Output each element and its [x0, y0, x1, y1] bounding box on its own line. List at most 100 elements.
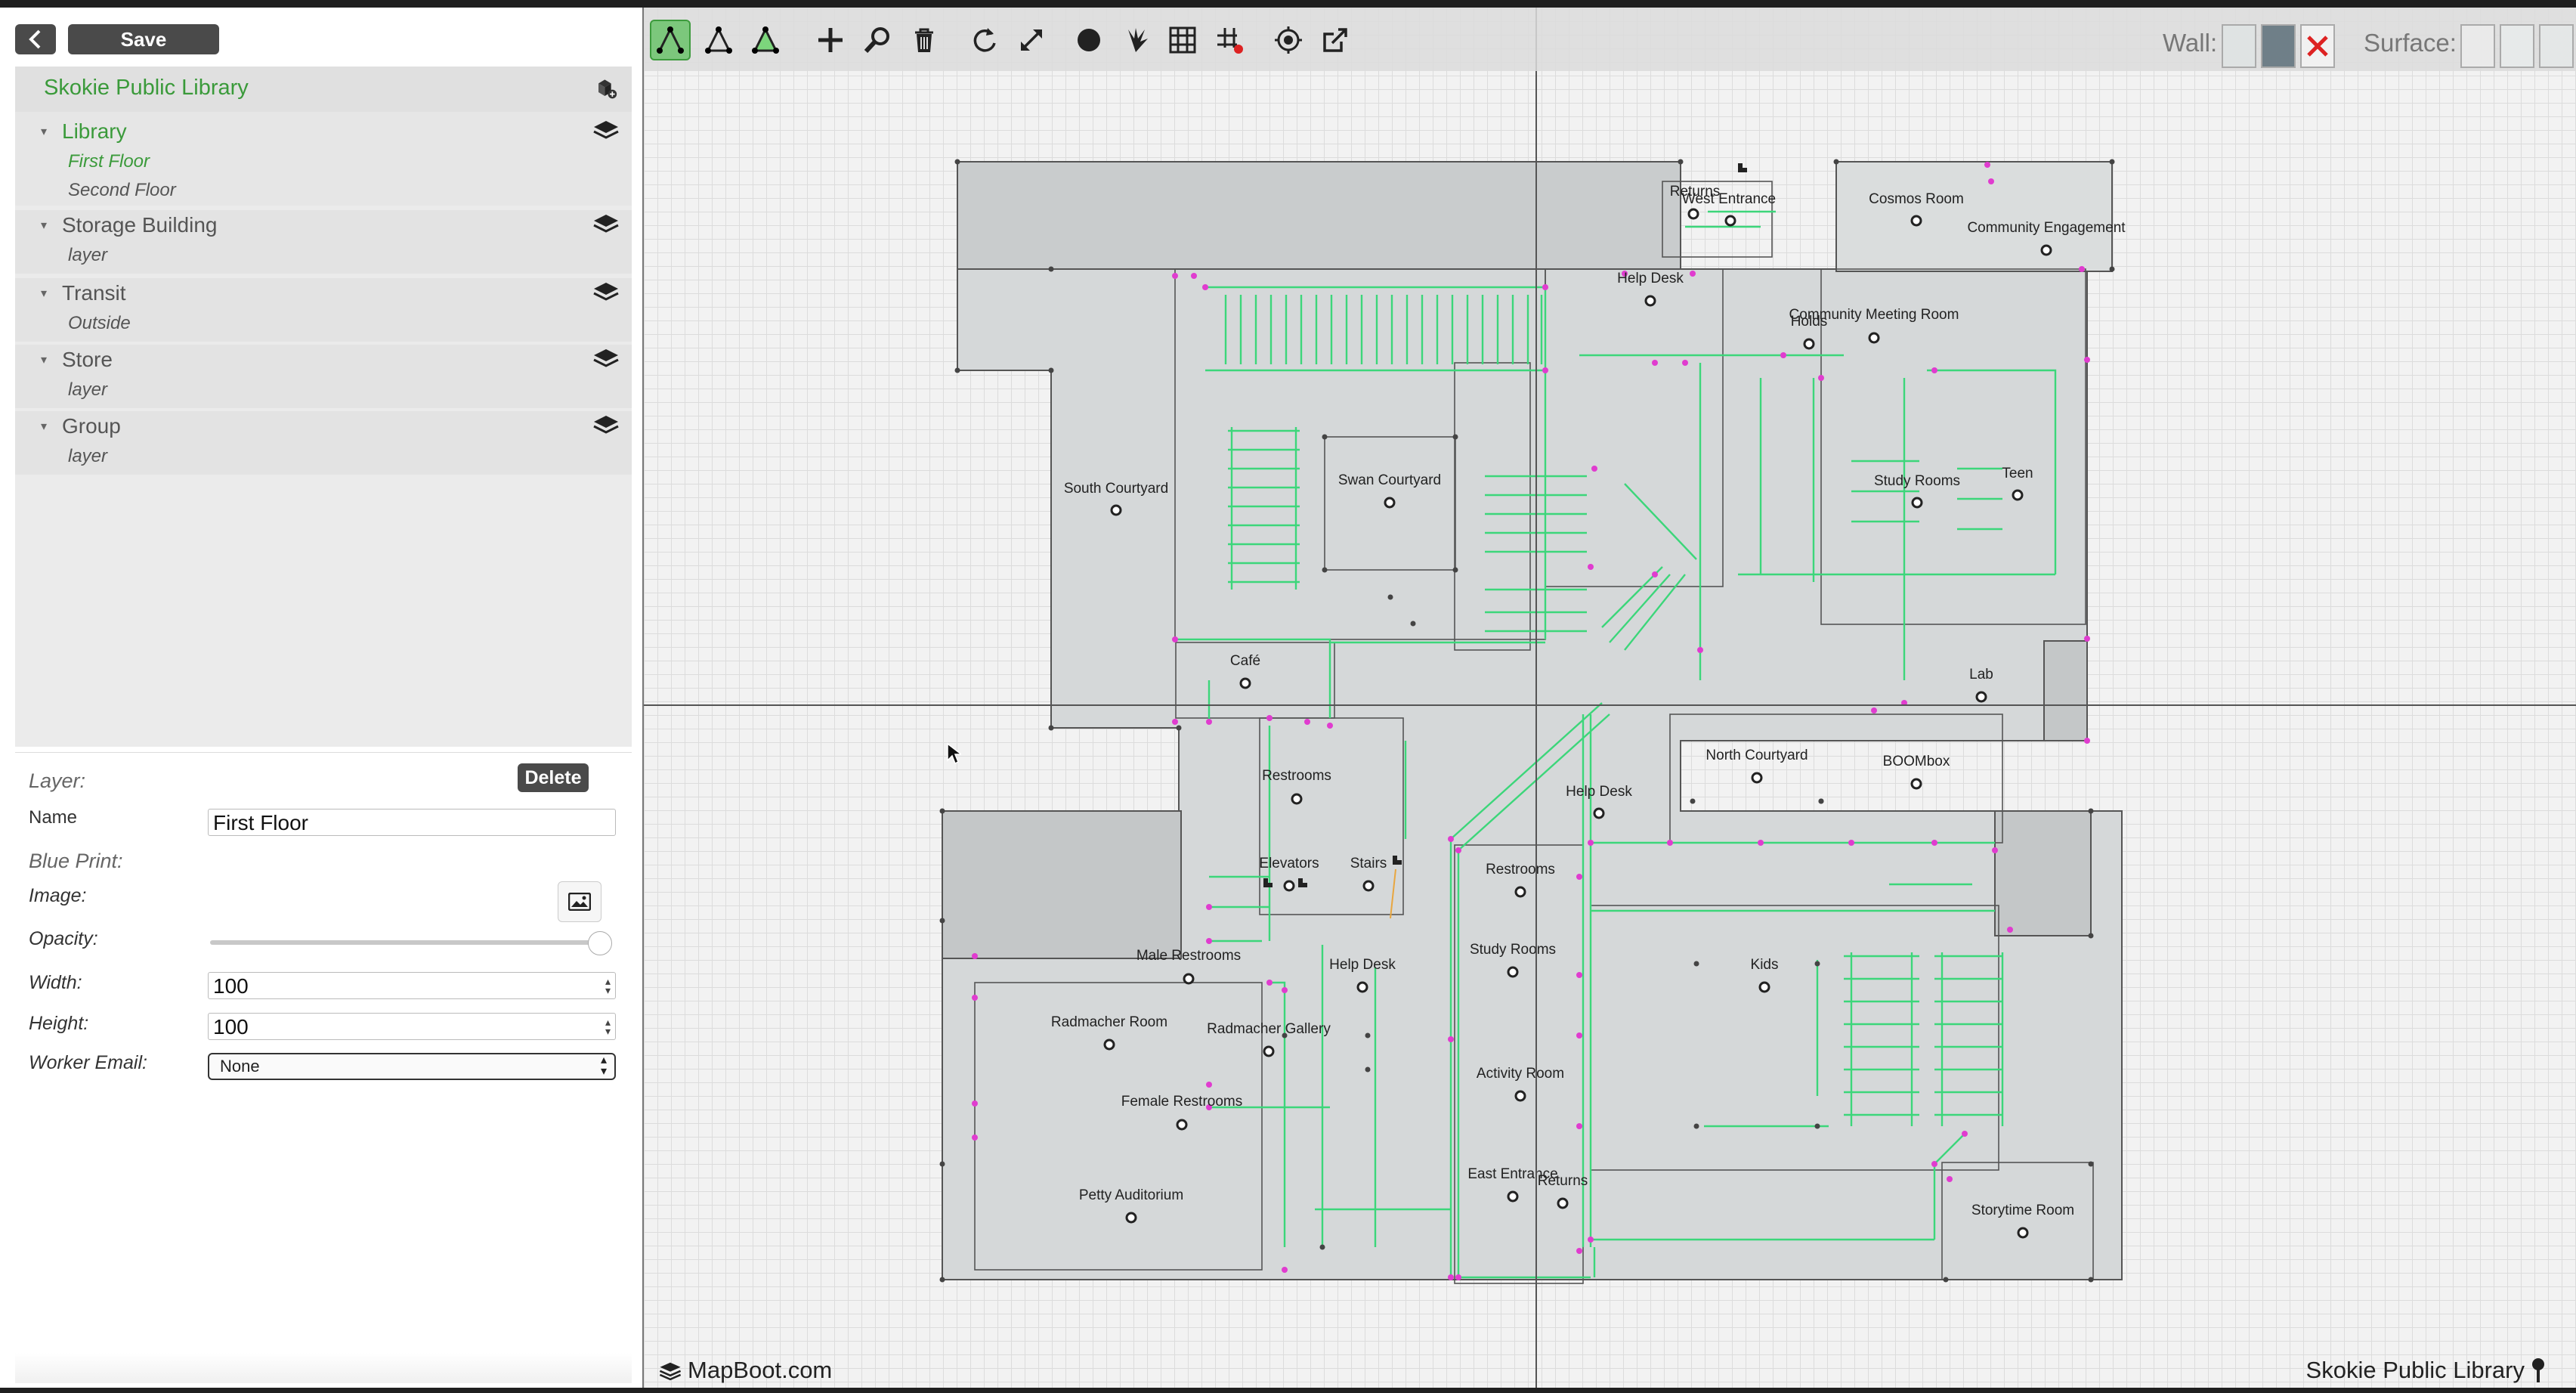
- room-label: Community Meeting Room: [1789, 307, 1959, 323]
- delete-button[interactable]: Delete: [518, 763, 589, 792]
- layer-row[interactable]: layer: [15, 376, 632, 405]
- room-label: Help Desk: [1329, 957, 1396, 973]
- back-button[interactable]: [15, 24, 56, 54]
- building-row-transit[interactable]: ▾ Transit: [15, 277, 632, 310]
- rotate-button[interactable]: [964, 20, 1005, 60]
- name-label: Name: [29, 807, 78, 828]
- opacity-slider-handle[interactable]: [588, 931, 612, 955]
- layer-name: layer: [68, 446, 108, 466]
- height-input[interactable]: 100 ▴▾: [208, 1013, 616, 1040]
- layer-row-first-floor[interactable]: First Floor: [15, 148, 632, 177]
- export-button[interactable]: [1315, 20, 1356, 60]
- width-value: 100: [213, 974, 249, 998]
- delete-tool-button[interactable]: [904, 20, 945, 60]
- wall-vertices: [939, 159, 2115, 1283]
- layer-heading: Layer:: [29, 769, 86, 792]
- building-name: Group: [62, 414, 121, 438]
- room-label: Petty Auditorium: [1079, 1187, 1183, 1203]
- layer-row-second-floor[interactable]: Second Floor: [15, 177, 632, 206]
- floor-plan[interactable]: Returns West Entrance Cosmos Room Commun…: [644, 71, 2576, 1356]
- expand-arrow-icon[interactable]: ▾: [41, 354, 48, 367]
- brand[interactable]: MapBoot.com: [657, 1357, 832, 1384]
- venue-name: Skokie Public Library: [2305, 1357, 2525, 1383]
- draw-surface-button[interactable]: [745, 20, 786, 60]
- layers-logo-icon: [659, 1362, 682, 1381]
- resize-button[interactable]: [1011, 20, 1052, 60]
- select-arrows-icon: ▴▾: [600, 1054, 607, 1078]
- layers-icon[interactable]: [591, 118, 621, 141]
- panel-divider[interactable]: [642, 8, 645, 1388]
- add-button[interactable]: [810, 20, 851, 60]
- wall-color-none[interactable]: [2300, 24, 2335, 68]
- search-button[interactable]: [857, 20, 898, 60]
- expand-arrow-icon[interactable]: ▾: [41, 219, 48, 232]
- building-row-library[interactable]: ▾ Library: [15, 115, 632, 148]
- save-button[interactable]: Save: [68, 24, 219, 54]
- surface-color-3[interactable]: [2539, 24, 2574, 68]
- width-input[interactable]: 100 ▴▾: [208, 972, 616, 999]
- room-label: Swan Courtyard: [1338, 472, 1441, 488]
- wall-color-dark[interactable]: [2261, 24, 2296, 68]
- building-row-group[interactable]: ▾ Group: [15, 410, 632, 443]
- splash-button[interactable]: [1115, 20, 1156, 60]
- room-label: Storytime Room: [1971, 1203, 2074, 1218]
- layers-icon[interactable]: [591, 413, 621, 435]
- brand-name: MapBoot.com: [688, 1357, 833, 1383]
- name-field[interactable]: First Floor: [208, 809, 616, 836]
- layers-icon[interactable]: [591, 346, 621, 369]
- locate-button[interactable]: [1268, 20, 1309, 60]
- venue-indicator[interactable]: Skokie Public Library: [2306, 1357, 2546, 1384]
- room-label: Teen: [2002, 466, 2033, 481]
- room-label: Returns: [1538, 1173, 1588, 1189]
- room-label: Radmacher Room: [1051, 1014, 1167, 1030]
- worker-email-value: None: [220, 1057, 260, 1076]
- building-row-store[interactable]: ▾ Store: [15, 343, 632, 376]
- path-nodes: [972, 162, 2090, 1280]
- trash-icon: [915, 28, 933, 52]
- blueprint-heading: Blue Print:: [29, 850, 123, 872]
- room-label: Restrooms: [1486, 862, 1555, 878]
- search-icon: [864, 27, 889, 54]
- stairs-elevator-icons: [1263, 163, 1747, 887]
- layer-row[interactable]: layer: [15, 242, 632, 271]
- opacity-slider-track[interactable]: [210, 940, 603, 945]
- building-row-storage[interactable]: ▾ Storage Building: [15, 209, 632, 242]
- draw-path-icon: [705, 26, 732, 54]
- worker-email-select[interactable]: None ▴▾: [208, 1053, 616, 1080]
- layer-row[interactable]: layer: [15, 443, 632, 472]
- layer-name: First Floor: [68, 151, 150, 172]
- height-label: Height:: [29, 1013, 89, 1034]
- crosshair-horizontal: [644, 704, 2576, 706]
- wall-color-light[interactable]: [2222, 24, 2256, 68]
- layer-properties: Layer: Delete Name First Floor Blue Prin…: [15, 752, 632, 1388]
- grid-button[interactable]: [1162, 20, 1203, 60]
- room-label: Restrooms: [1262, 768, 1331, 784]
- room-label: Help Desk: [1617, 271, 1684, 286]
- resize-icon: [1021, 29, 1042, 51]
- room-label: West Entrance: [1682, 191, 1776, 207]
- splash-icon: [1128, 28, 1148, 52]
- width-stepper-icon[interactable]: ▴▾: [605, 975, 611, 996]
- crosshair-vertical: [1535, 8, 1537, 1388]
- room-label: Male Restrooms: [1136, 948, 1241, 964]
- building-name: Storage Building: [62, 213, 218, 237]
- draw-path-button[interactable]: [698, 20, 739, 60]
- surface-color-1[interactable]: [2460, 24, 2495, 68]
- stair-link: [1390, 868, 1396, 919]
- height-stepper-icon[interactable]: ▴▾: [605, 1016, 611, 1037]
- add-building-icon[interactable]: [591, 77, 621, 100]
- surface-color-2[interactable]: [2500, 24, 2534, 68]
- layers-icon[interactable]: [591, 212, 621, 234]
- image-upload-button[interactable]: [558, 881, 601, 922]
- shade-button[interactable]: [1068, 20, 1109, 60]
- expand-arrow-icon[interactable]: ▾: [41, 420, 48, 433]
- project-row[interactable]: Skokie Public Library: [15, 67, 632, 112]
- room-label: Cosmos Room: [1869, 191, 1964, 207]
- layer-row[interactable]: Outside: [15, 310, 632, 339]
- expand-arrow-icon[interactable]: ▾: [41, 287, 48, 300]
- target-icon: [1275, 26, 1302, 54]
- grid-snap-button[interactable]: [1209, 20, 1250, 60]
- draw-wall-button[interactable]: [650, 20, 691, 60]
- expand-arrow-icon[interactable]: ▾: [41, 125, 48, 138]
- layers-icon[interactable]: [591, 280, 621, 302]
